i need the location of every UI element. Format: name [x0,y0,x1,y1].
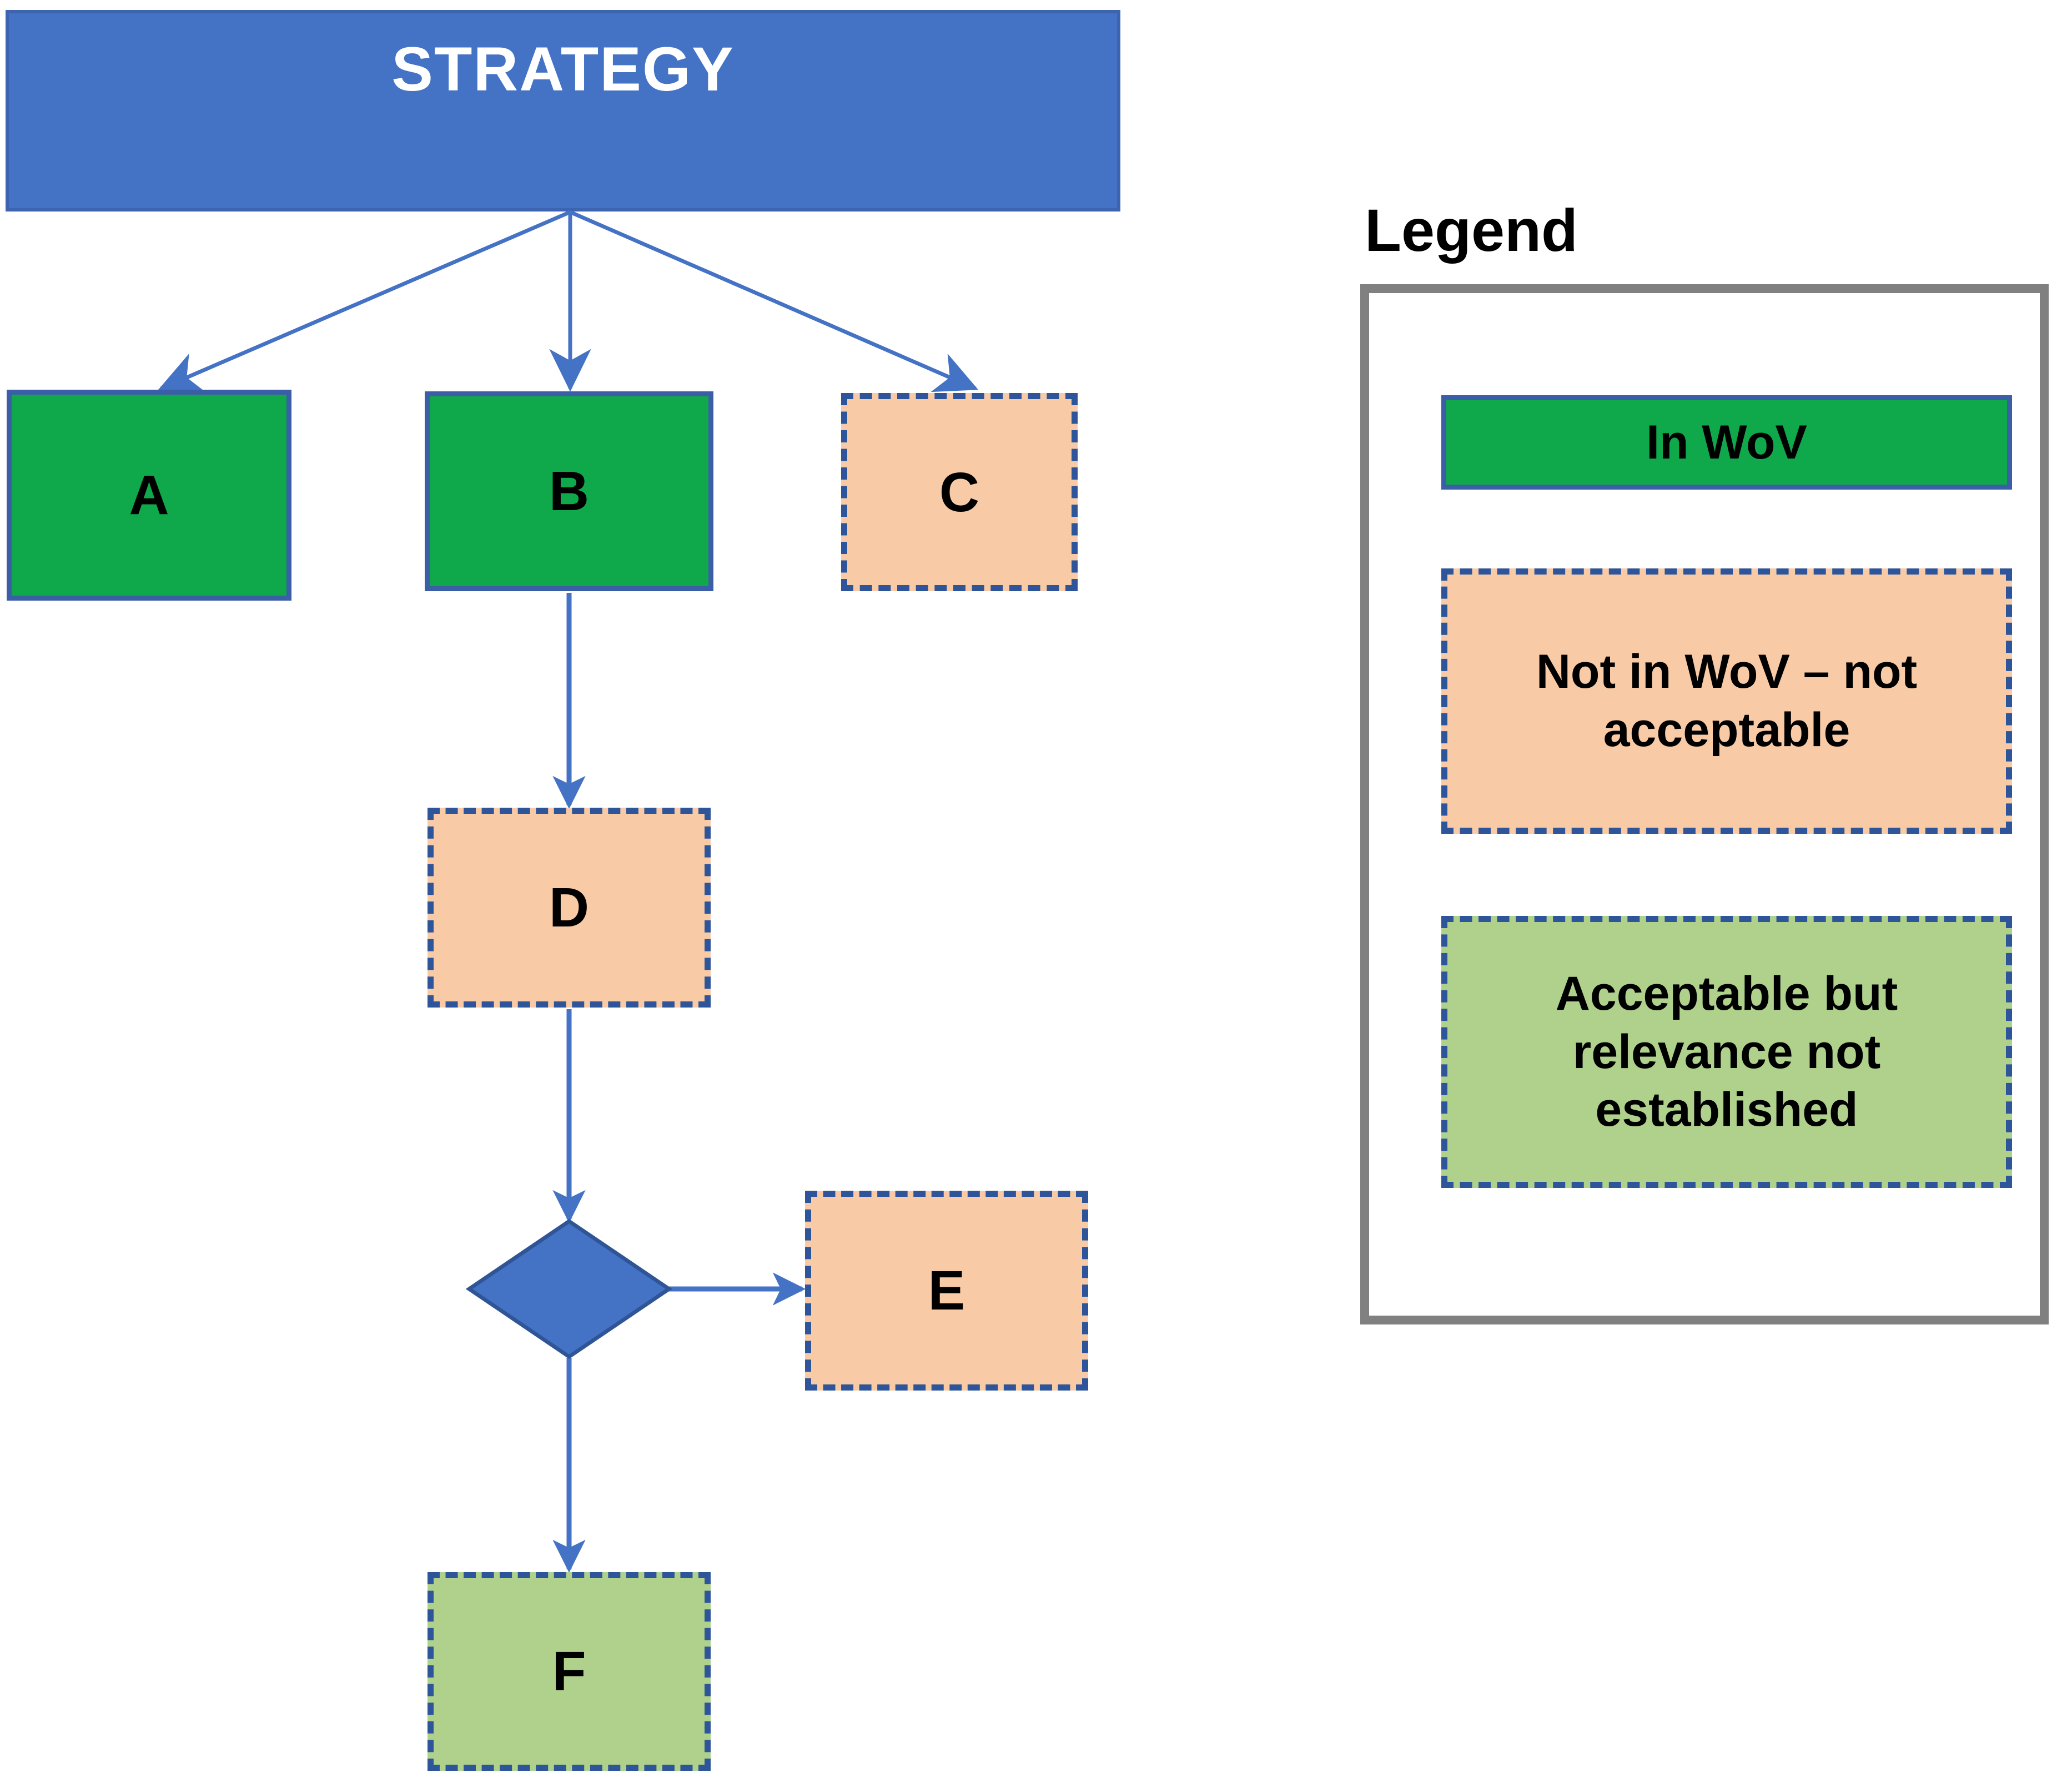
strategy-root-box[interactable]: STRATEGY [6,10,1120,211]
node-c[interactable]: C [841,393,1078,591]
strategy-root-label: STRATEGY [391,34,735,104]
node-f[interactable]: F [428,1572,711,1771]
legend-item-in-wov: In WoV [1441,395,2012,490]
node-e-label: E [928,1260,965,1322]
legend-item-not-in-wov: Not in WoV – not acceptable [1441,568,2012,834]
node-f-label: F [552,1640,586,1703]
node-b-label: B [549,460,590,522]
node-d[interactable]: D [428,808,711,1008]
node-d-label: D [549,877,590,939]
node-e[interactable]: E [805,1191,1088,1391]
legend-item-in-wov-label: In WoV [1646,415,1807,469]
legend-item-not-in-wov-label: Not in WoV – not acceptable [1536,645,1918,757]
decision-diamond[interactable] [465,1218,673,1359]
node-c-label: C [939,461,980,523]
edge-strategy-to-c [569,210,979,392]
node-a-label: A [129,464,169,526]
legend-item-acceptable-relevance-label: Acceptable but relevance not established [1555,966,1898,1137]
node-a[interactable]: A [7,390,291,601]
legend-title: Legend [1365,197,1578,264]
node-b[interactable]: B [425,391,713,591]
edge-strategy-to-a [158,210,571,392]
legend-item-acceptable-relevance: Acceptable but relevance not established [1441,916,2012,1188]
